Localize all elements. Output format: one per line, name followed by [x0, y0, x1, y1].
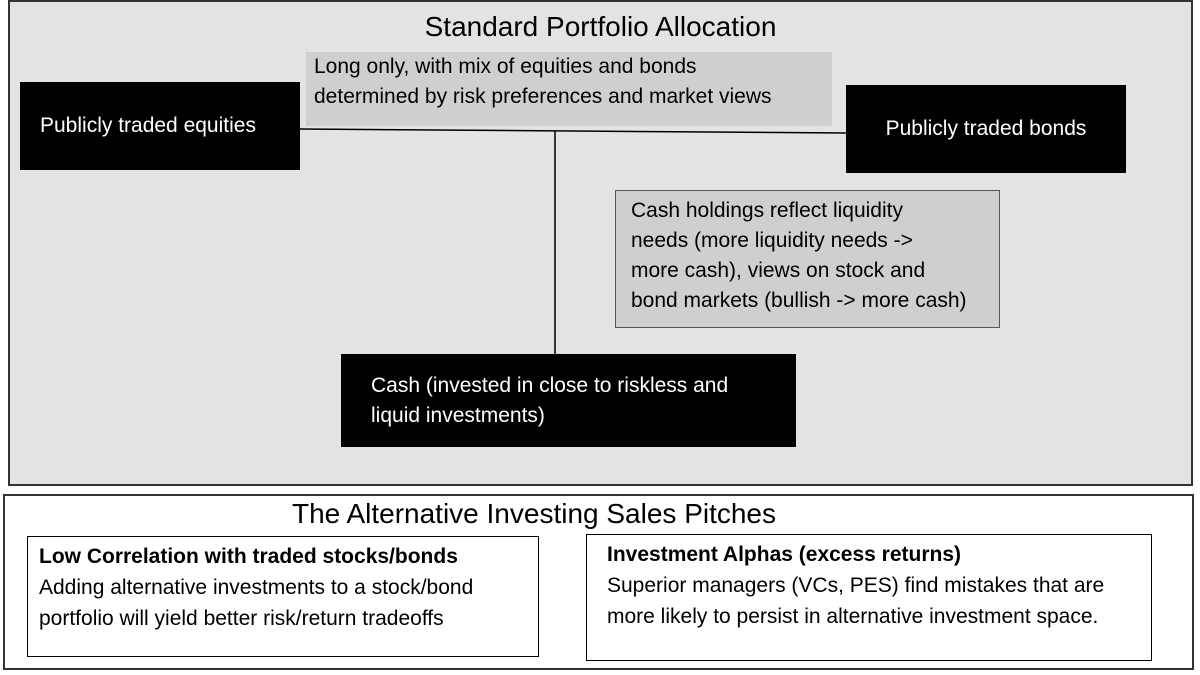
- cash-note-line: bond markets (bullish -> more cash): [631, 289, 967, 312]
- cash-holdings-note: Cash holdings reflect liquidity needs (m…: [615, 190, 1000, 328]
- pitch-body-line: portfolio will yield better risk/return …: [39, 607, 444, 630]
- cash-label-line: liquid investments): [371, 403, 545, 427]
- mix-note-line: determined by risk preferences and marke…: [314, 85, 772, 108]
- cash-box: Cash (invested in close to riskless and …: [341, 354, 796, 447]
- equity-bond-mix-note: Long only, with mix of equities and bond…: [306, 52, 832, 126]
- bonds-box: Publicly traded bonds: [846, 85, 1126, 173]
- cash-label-line: Cash (invested in close to riskless and: [371, 373, 729, 397]
- bonds-label: Publicly traded bonds: [885, 117, 1087, 140]
- cash-note-line: needs (more liquidity needs ->: [631, 229, 913, 252]
- cash-note-line: Cash holdings reflect liquidity: [631, 199, 903, 222]
- pitch-heading: Low Correlation with traded stocks/bonds: [39, 545, 458, 568]
- low-correlation-pitch-box: Low Correlation with traded stocks/bonds…: [27, 536, 539, 657]
- investment-alphas-pitch-box: Investment Alphas (excess returns) Super…: [586, 534, 1152, 661]
- standard-allocation-title: Standard Portfolio Allocation: [424, 11, 777, 42]
- mix-note-line: Long only, with mix of equities and bond…: [314, 55, 697, 78]
- pitch-body-line: Adding alternative investments to a stoc…: [39, 576, 474, 599]
- cash-note-line: more cash), views on stock and: [631, 259, 926, 282]
- pitch-heading: Investment Alphas (excess returns): [607, 543, 962, 566]
- equities-box: Publicly traded equities: [20, 82, 300, 170]
- pitch-body-line: more likely to persist in alternative in…: [607, 605, 1099, 628]
- sales-pitches-title: The Alternative Investing Sales Pitches: [291, 498, 777, 529]
- cash-label: Cash (invested in close to riskless and …: [371, 371, 728, 431]
- equities-label: Publicly traded equities: [40, 114, 256, 137]
- pitch-body-line: Superior managers (VCs, PES) find mistak…: [607, 574, 1105, 597]
